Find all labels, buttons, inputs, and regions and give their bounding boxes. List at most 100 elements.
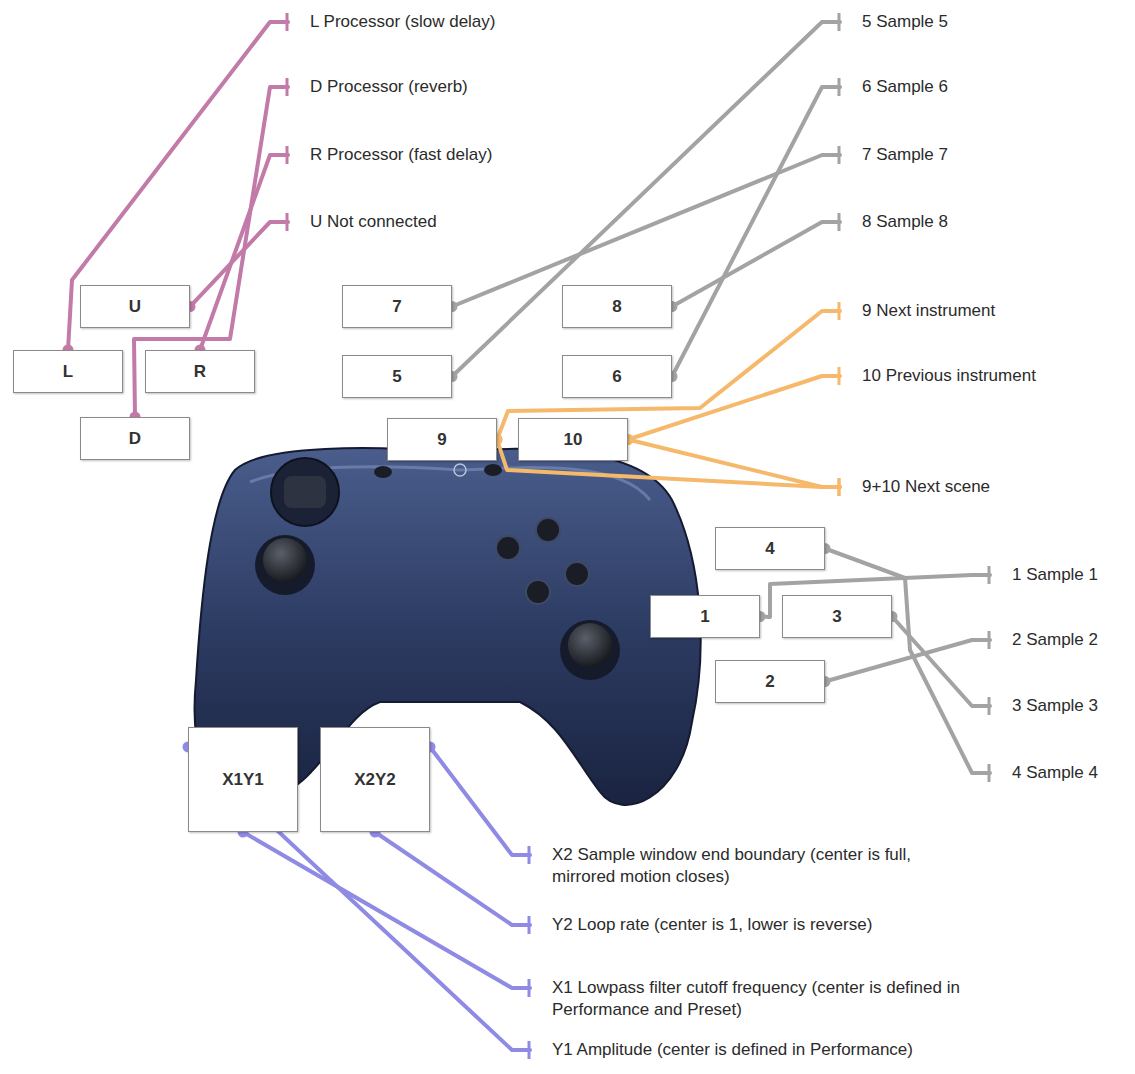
connector-line bbox=[825, 549, 990, 774]
button-box: 10 bbox=[518, 418, 628, 461]
button-number: 5 bbox=[392, 367, 401, 387]
function-label: Y2 Loop rate (center is 1, lower is reve… bbox=[530, 914, 872, 936]
button-number: 2 bbox=[765, 672, 774, 692]
connector-tick bbox=[838, 367, 841, 385]
connector-tick bbox=[988, 697, 991, 715]
button-number: 9 bbox=[437, 430, 446, 450]
leader-connector bbox=[820, 631, 991, 687]
dpad bbox=[271, 458, 339, 526]
connector-tick bbox=[838, 146, 841, 164]
function-label: 5 Sample 5 bbox=[840, 11, 948, 33]
connector-tick bbox=[528, 979, 531, 997]
connector-line bbox=[452, 22, 840, 377]
function-text: 4 Sample 4 bbox=[1012, 762, 1098, 784]
function-label: 1 Sample 1 bbox=[990, 564, 1098, 586]
button-number: 6 bbox=[612, 367, 621, 387]
face-button bbox=[496, 536, 520, 560]
leader-connector bbox=[887, 611, 991, 715]
button-box: L bbox=[13, 350, 123, 393]
function-label: 2 Sample 2 bbox=[990, 629, 1098, 651]
function-text: Y2 Loop rate (center is 1, lower is reve… bbox=[552, 914, 872, 936]
connector-tick bbox=[838, 78, 841, 96]
function-text: 10 Previous instrument bbox=[862, 365, 1036, 387]
function-label: D Processor (reverb) bbox=[288, 76, 468, 98]
connector-tick bbox=[988, 566, 991, 584]
button-number: 7 bbox=[392, 297, 401, 317]
function-label: Y1 Amplitude (center is defined in Perfo… bbox=[530, 1039, 913, 1061]
connector-tick bbox=[838, 478, 841, 496]
leader-connector bbox=[425, 741, 531, 864]
function-text: 6 Sample 6 bbox=[862, 76, 948, 98]
button-number: L bbox=[63, 362, 73, 382]
leader-connector bbox=[820, 543, 991, 782]
connector-tick bbox=[838, 213, 841, 231]
connector-tick bbox=[528, 916, 531, 934]
function-label: 6 Sample 6 bbox=[840, 76, 948, 98]
button-box: 9 bbox=[387, 418, 497, 461]
connector-tick bbox=[838, 478, 841, 496]
function-label: R Processor (fast delay) bbox=[288, 144, 492, 166]
button-number: R bbox=[194, 362, 206, 382]
function-label: 3 Sample 3 bbox=[990, 695, 1098, 717]
button-number: 4 bbox=[765, 539, 774, 559]
function-text: 8 Sample 8 bbox=[862, 211, 948, 233]
left-stick bbox=[263, 538, 307, 582]
leader-connector bbox=[447, 13, 841, 382]
connector-tick bbox=[286, 146, 289, 164]
function-text: 1 Sample 1 bbox=[1012, 564, 1098, 586]
function-label: 4 Sample 4 bbox=[990, 762, 1098, 784]
connector-line bbox=[825, 640, 990, 682]
connector-line bbox=[243, 832, 530, 988]
button-box: 8 bbox=[562, 285, 672, 328]
function-text: 2 Sample 2 bbox=[1012, 629, 1098, 651]
leader-connector bbox=[667, 213, 841, 312]
small-button bbox=[374, 466, 392, 478]
connector-tick bbox=[286, 78, 289, 96]
face-button bbox=[565, 562, 589, 586]
leader-connector bbox=[667, 78, 841, 382]
function-text: X2 Sample window end boundary (center is… bbox=[552, 844, 970, 888]
function-label: 7 Sample 7 bbox=[840, 144, 948, 166]
function-label: 10 Previous instrument bbox=[840, 365, 1036, 387]
connector-line bbox=[430, 747, 530, 855]
function-text: 5 Sample 5 bbox=[862, 11, 948, 33]
logo-mark bbox=[454, 464, 466, 476]
function-label: X1 Lowpass filter cutoff frequency (cent… bbox=[530, 977, 970, 1021]
button-number: 10 bbox=[564, 430, 583, 450]
function-text: 3 Sample 3 bbox=[1012, 695, 1098, 717]
button-box: U bbox=[80, 285, 190, 328]
connector-line bbox=[375, 832, 530, 925]
right-stick-base bbox=[560, 620, 620, 680]
button-box: R bbox=[145, 350, 255, 393]
button-box: 5 bbox=[342, 355, 452, 398]
button-box: 6 bbox=[562, 355, 672, 398]
button-box: X2Y2 bbox=[320, 727, 430, 832]
function-text: 7 Sample 7 bbox=[862, 144, 948, 166]
connector-tick bbox=[988, 631, 991, 649]
button-number: 8 bbox=[612, 297, 621, 317]
function-text: 9+10 Next scene bbox=[862, 476, 990, 498]
connector-line bbox=[628, 440, 840, 488]
dpad-top bbox=[284, 476, 326, 508]
function-text: U Not connected bbox=[310, 211, 437, 233]
leader-connector bbox=[130, 78, 289, 423]
function-label: X2 Sample window end boundary (center is… bbox=[530, 844, 970, 888]
leader-connector bbox=[623, 434, 841, 496]
function-label: U Not connected bbox=[288, 211, 437, 233]
leader-connector bbox=[185, 213, 289, 312]
connector-line bbox=[452, 155, 840, 307]
button-number: D bbox=[129, 429, 141, 449]
face-button bbox=[536, 518, 560, 542]
connector-line bbox=[672, 87, 840, 377]
function-text: 9 Next instrument bbox=[862, 300, 995, 322]
connector-tick bbox=[838, 13, 841, 31]
leader-connector bbox=[238, 827, 531, 998]
connector-line bbox=[134, 87, 288, 417]
button-box: D bbox=[80, 417, 190, 460]
connector-line bbox=[190, 222, 288, 307]
function-label: 9+10 Next scene bbox=[840, 476, 990, 498]
button-number: U bbox=[129, 297, 141, 317]
connector-tick bbox=[988, 764, 991, 782]
button-box: 2 bbox=[715, 660, 825, 703]
